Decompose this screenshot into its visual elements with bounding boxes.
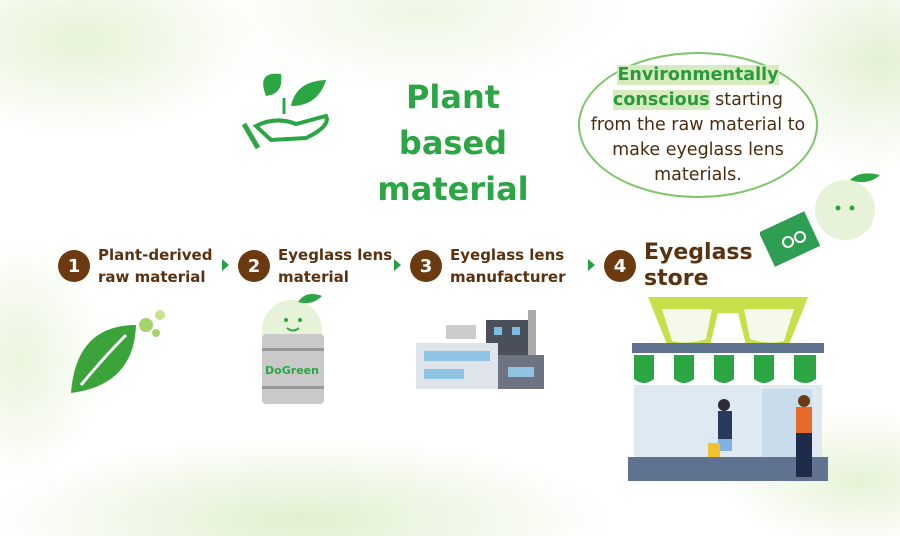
mascot-shopping-bag-icon bbox=[760, 173, 880, 267]
barrel-logo: DoGreen bbox=[265, 364, 319, 377]
step-label: Plant-derived bbox=[98, 246, 213, 264]
speech-bubble: Environmentally conscious starting from … bbox=[578, 52, 818, 198]
step-label: manufacturer bbox=[450, 268, 566, 286]
step-label: store bbox=[644, 266, 709, 291]
step-label: material bbox=[278, 268, 349, 286]
eyeglass-store-icon bbox=[628, 297, 828, 481]
bubble-text: starting from the raw material to make e… bbox=[590, 89, 806, 185]
dogreen-barrel-icon: DoGreen bbox=[262, 294, 324, 404]
step-number: 4 bbox=[604, 250, 636, 282]
step-label: Eyeglass lens bbox=[450, 246, 565, 264]
plant-hand-icon bbox=[241, 73, 329, 150]
factory-icon bbox=[416, 310, 544, 389]
step-label: Eyeglass lens bbox=[278, 246, 393, 264]
page-title: Plant based material bbox=[377, 78, 529, 208]
step-number: 1 bbox=[58, 250, 90, 282]
arrow-icon bbox=[394, 259, 401, 271]
arrow-icon bbox=[222, 259, 229, 271]
leaf-icon bbox=[71, 310, 165, 393]
step-number: 2 bbox=[238, 250, 270, 282]
arrow-icon bbox=[588, 259, 595, 271]
step-2: 2 Eyeglass lens material bbox=[238, 244, 392, 288]
step-label: raw material bbox=[98, 268, 206, 286]
step-label: Eyeglass bbox=[644, 240, 753, 265]
step-1: 1 Plant-derived raw material bbox=[58, 244, 212, 288]
step-3: 3 Eyeglass lens manufacturer bbox=[410, 244, 565, 288]
step-number: 3 bbox=[410, 250, 442, 282]
